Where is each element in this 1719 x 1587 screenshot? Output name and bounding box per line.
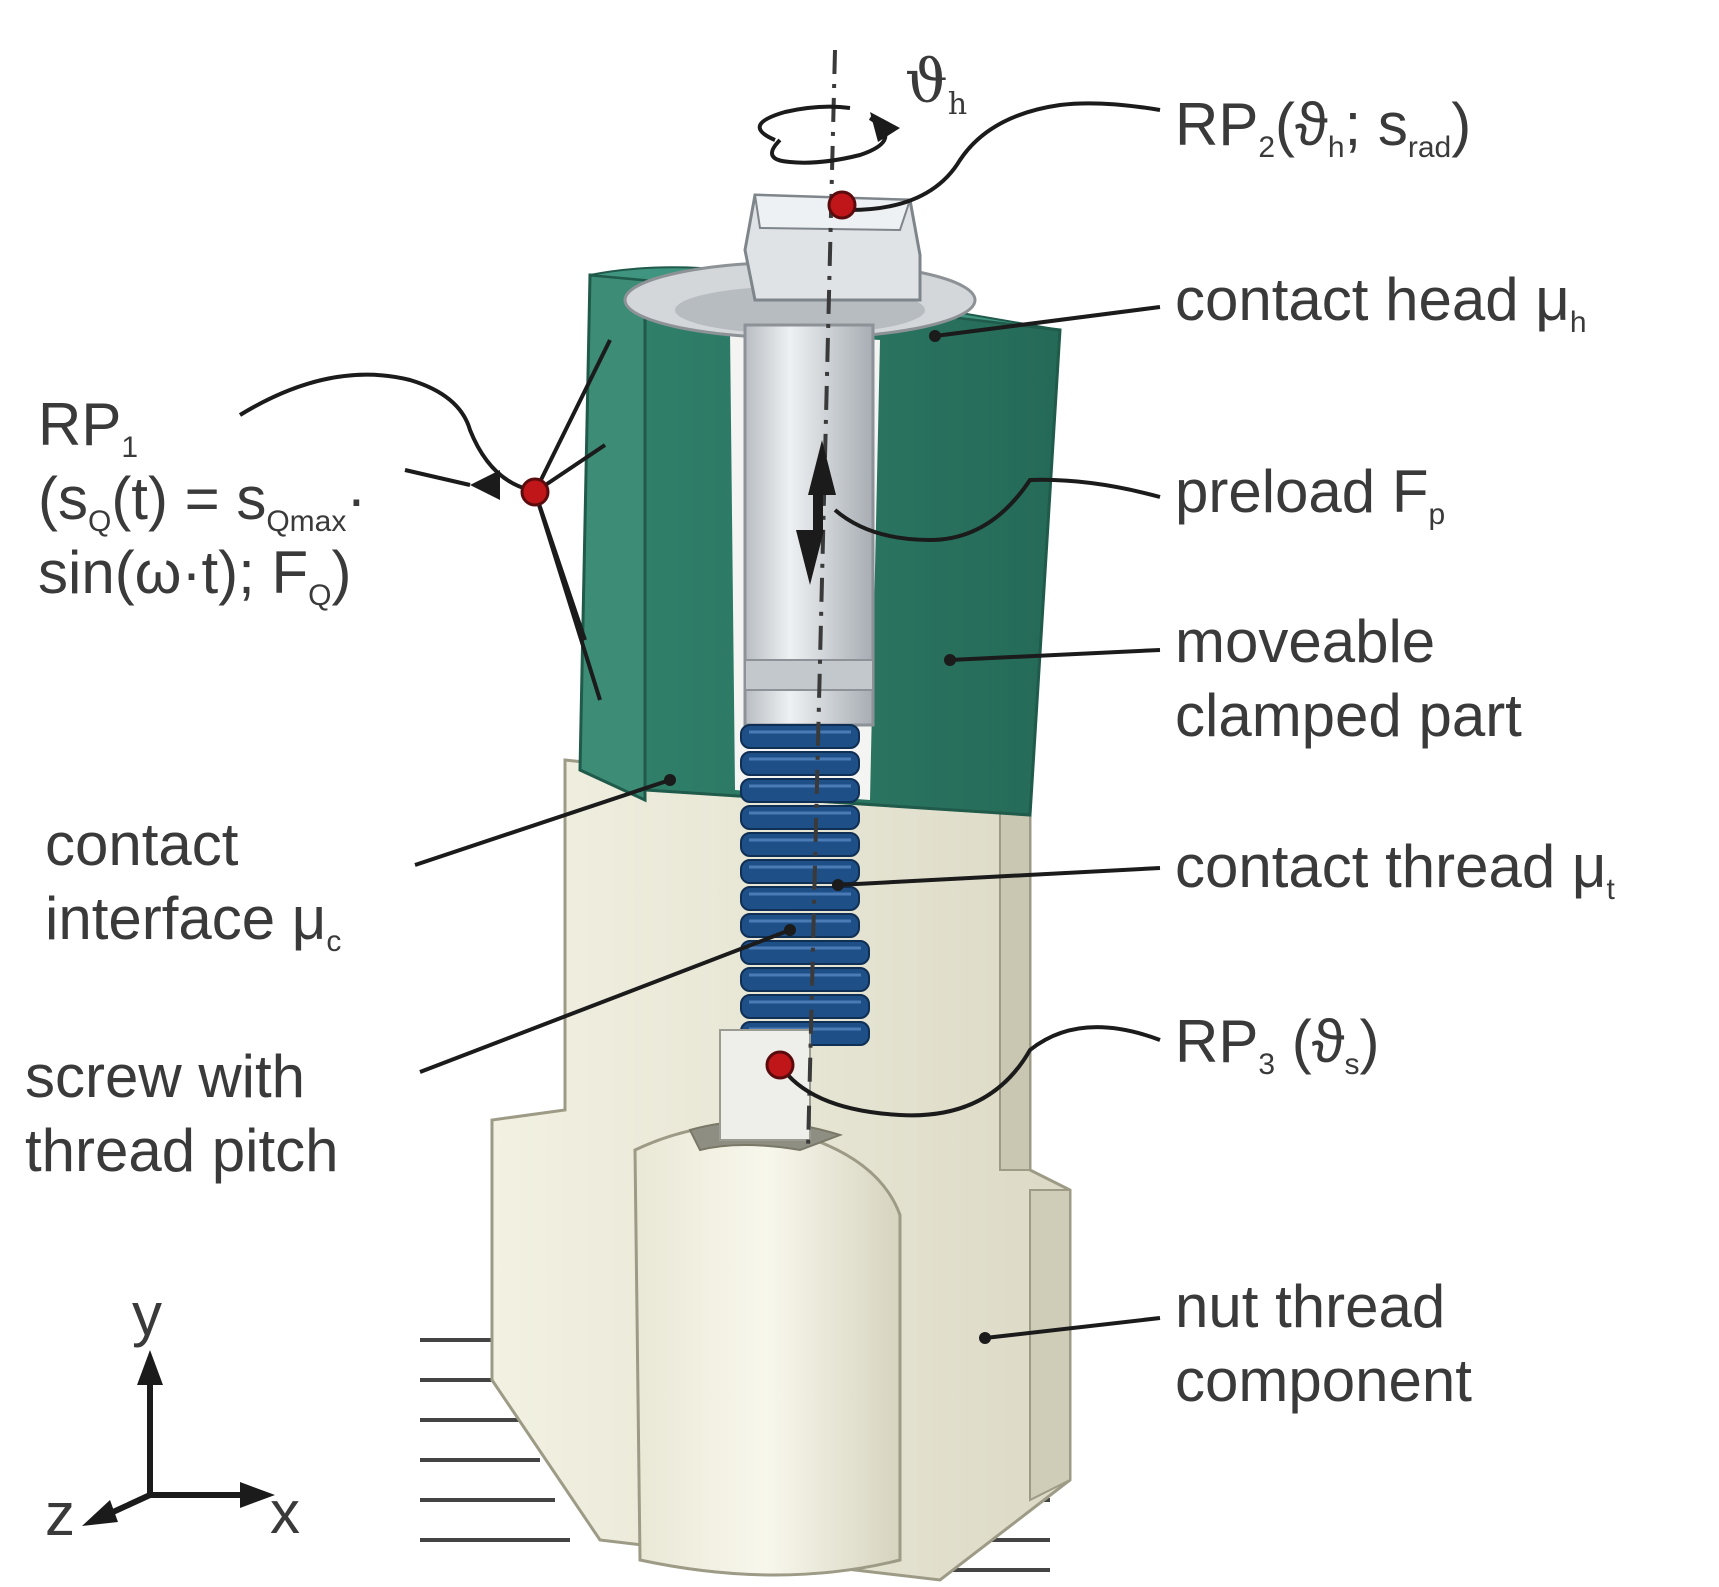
thread-ridge [740, 940, 870, 965]
axis-label-z: z [45, 1481, 75, 1548]
contact-interface-label: contact interface μc [45, 811, 342, 958]
preload-arrow [796, 440, 836, 585]
axis-label-x: x [270, 1479, 300, 1546]
rp2-point [827, 190, 857, 220]
thread-ridge [740, 805, 860, 830]
ground-hatch-left [420, 1338, 570, 1542]
thread-ridge [740, 913, 860, 938]
screw-label: screw with thread pitch [25, 1043, 339, 1184]
reference-points [520, 190, 857, 1080]
rotation-head-label: ϑh [905, 47, 968, 122]
coordinate-axes [82, 1350, 275, 1526]
nut-thread-component-label: nut thread component [1175, 1273, 1472, 1414]
thread-ridge [740, 994, 870, 1019]
thread-ridge [740, 751, 860, 776]
rp1-point [520, 477, 550, 507]
rp1-label: RP1 (sQ(t) = sQmax· sin(ω·t); FQ) [38, 391, 367, 612]
thread-ridge [740, 859, 860, 884]
rotation-arrow [757, 104, 900, 165]
thread-ridge [740, 778, 860, 803]
thread-ridge [740, 724, 860, 749]
contact-head-label: contact head μh [1175, 266, 1587, 339]
thread-ridge [740, 967, 870, 992]
preload-label: preload Fp [1175, 458, 1446, 531]
axis-label-y: y [132, 1281, 162, 1348]
thread-ridge [740, 832, 860, 857]
nut-thread-component-shape [490, 758, 1072, 1582]
contact-thread-label: contact thread μt [1175, 833, 1615, 906]
thread-ridge [740, 886, 860, 911]
rp2-label: RP2(ϑh; srad) [1175, 91, 1472, 164]
rp3-point [765, 1050, 795, 1080]
rp3-label: RP3 (ϑs) [1175, 1008, 1380, 1081]
moveable-clamped-part-label: moveable clamped part [1175, 608, 1522, 749]
centre-axis [806, 49, 837, 1151]
screw-thread-shape [740, 724, 870, 1046]
leader-dots [664, 330, 991, 1344]
